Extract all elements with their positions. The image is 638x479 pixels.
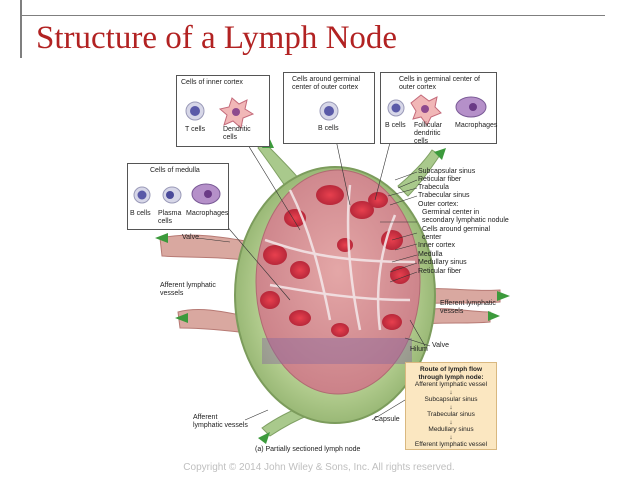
follicular-dendritic-cells-label: Follicular dendritic cells xyxy=(414,122,443,145)
label-subcapsular-sinus: Subcapsular sinus xyxy=(418,168,476,175)
macrophages-label-germinal: Macrophages xyxy=(455,122,498,129)
label-afferent-left-1: Afferent lymphatic xyxy=(160,282,216,289)
around-germinal-box-header: Cells around germinal center of outer co… xyxy=(292,76,361,91)
medulla-cells-box: Cells of medulla B cells Plasma cells Ma… xyxy=(127,163,229,230)
slide-vertical-rule xyxy=(20,0,22,58)
route-title-2: through lymph node: xyxy=(418,373,484,381)
label-medulla: Medulla xyxy=(418,251,443,258)
route-arrow-2: ↓ xyxy=(449,403,453,411)
slide-title: Structure of a Lymph Node xyxy=(36,20,398,56)
lymph-flow-route-box: Route of lymph flow through lymph node: … xyxy=(405,362,497,450)
label-reticular-fiber-top: Reticular fiber xyxy=(418,176,462,183)
medulla-box-header: Cells of medulla xyxy=(150,167,200,174)
route-arrow-4: ↓ xyxy=(449,433,453,441)
b-cells-label-germinal: B cells xyxy=(385,122,406,129)
around-germinal-cells-box: Cells around germinal center of outer co… xyxy=(283,72,375,144)
dendritic-cells-label: Dendritic cells xyxy=(223,126,251,141)
t-cells-label: T cells xyxy=(185,126,206,133)
label-outer-cortex: Outer cortex: xyxy=(418,201,459,208)
b-cells-label-medulla: B cells xyxy=(130,210,151,217)
label-center: center xyxy=(422,234,442,241)
label-efferent-1: Efferent lymphatic xyxy=(440,300,496,307)
label-medullary-sinus: Medullary sinus xyxy=(418,259,467,266)
inner-cortex-box-header: Cells of inner cortex xyxy=(181,79,243,86)
route-step-4: Medullary sinus xyxy=(428,426,474,433)
label-afferent-bottom-2: lymphatic vessels xyxy=(193,422,248,429)
germinal-center-cells-box: Cells in germinal center of outer cortex… xyxy=(380,72,498,145)
label-trabecular-sinus: Trabecular sinus xyxy=(418,192,470,199)
germinal-center-box-header: Cells in germinal center of outer cortex xyxy=(399,76,480,91)
slide-horizontal-rule xyxy=(20,15,605,16)
medulla-band xyxy=(262,338,412,364)
label-secondary-nodule: secondary lymphatic nodule xyxy=(422,217,509,224)
label-efferent-2: vessels xyxy=(440,308,464,315)
route-step-2: Subcapsular sinus xyxy=(424,396,478,403)
label-reticular-fiber-bottom: Reticular fiber xyxy=(418,268,462,275)
trabeculae xyxy=(264,184,416,331)
inner-cortex-cells-box: Cells of inner cortex T cells Dendritic … xyxy=(176,75,270,147)
label-trabecula: Trabecula xyxy=(418,184,449,191)
label-cells-around-germinal: Cells around germinal xyxy=(422,226,491,233)
label-germinal-center: Germinal center in xyxy=(422,209,480,216)
route-arrow-3: ↓ xyxy=(449,418,453,426)
label-hilum: Hilum xyxy=(410,346,428,353)
label-afferent-bottom-1: Afferent xyxy=(193,414,218,421)
route-step-3: Trabecular sinus xyxy=(427,411,475,418)
route-step-5: Efferent lymphatic vessel xyxy=(414,441,488,448)
label-inner-cortex: Inner cortex xyxy=(418,242,455,249)
figure-caption: (a) Partially sectioned lymph node xyxy=(255,446,361,453)
label-afferent-left-2: vessels xyxy=(160,290,184,297)
b-cells-label-outer: B cells xyxy=(318,125,339,132)
label-valve-left: Valve xyxy=(182,234,199,241)
route-step-1: Afferent lymphatic vessel xyxy=(414,381,488,388)
macrophages-label-medulla: Macrophages xyxy=(186,210,229,217)
route-title-1: Route of lymph flow xyxy=(419,366,483,373)
route-arrow-1: ↓ xyxy=(449,388,453,396)
plasma-cells-label: Plasma cells xyxy=(158,210,182,225)
label-valve-right: Valve xyxy=(432,342,449,349)
label-capsule: Capsule xyxy=(374,416,400,423)
copyright-notice: Copyright © 2014 John Wiley & Sons, Inc.… xyxy=(183,462,455,473)
